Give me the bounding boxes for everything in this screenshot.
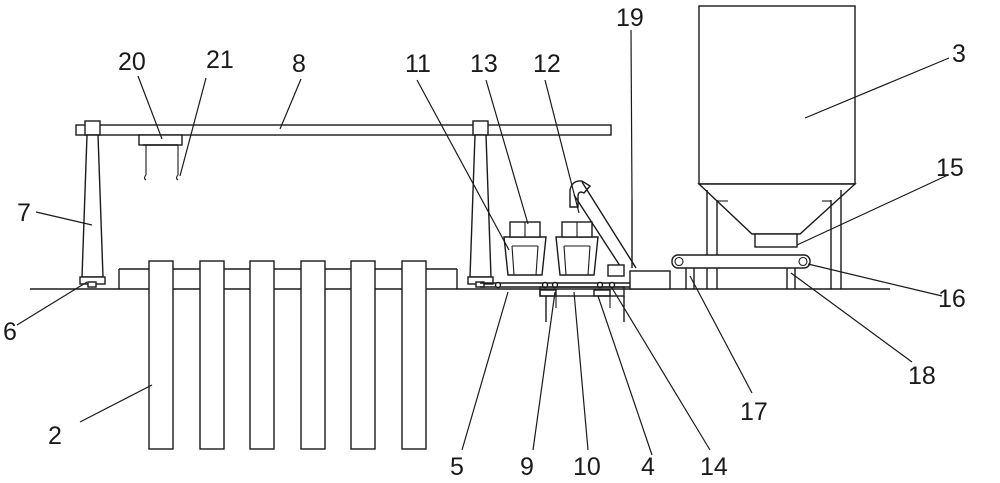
pile-2 (199, 260, 225, 450)
label-3: 3 (952, 40, 966, 68)
silo-outlet (754, 233, 798, 248)
label-10: 10 (573, 453, 601, 481)
pile-6 (401, 260, 427, 450)
gantry-leg-right (467, 120, 494, 288)
label-5: 5 (450, 453, 464, 481)
lift-frame (539, 286, 625, 322)
part-labels: 2 3 4 5 6 7 8 9 10 11 12 13 14 15 16 17 … (3, 4, 966, 481)
label-15: 15 (936, 154, 964, 182)
leader-lines (16, 29, 950, 456)
hopper-right (555, 221, 599, 276)
label-13: 13 (470, 50, 498, 78)
conveyor-base (629, 270, 671, 290)
label-6: 6 (3, 318, 17, 346)
label-14: 14 (700, 453, 728, 481)
gantry-leg-left (79, 120, 106, 288)
hopper-left (503, 221, 547, 276)
label-12: 12 (533, 50, 561, 78)
pile-4 (300, 260, 326, 450)
belt-conveyor (671, 254, 811, 289)
label-8: 8 (292, 50, 306, 78)
label-21: 21 (206, 46, 234, 74)
label-11: 11 (405, 50, 431, 78)
label-17: 17 (740, 398, 768, 426)
label-2: 2 (48, 422, 62, 450)
label-4: 4 (641, 453, 655, 481)
label-18: 18 (908, 362, 936, 390)
hoist-trolley (138, 134, 183, 181)
label-7: 7 (17, 199, 31, 227)
gantry-beam (75, 124, 612, 136)
pile-5 (350, 260, 376, 450)
pile-1 (148, 260, 174, 450)
label-20: 20 (118, 48, 146, 76)
silo (697, 5, 857, 289)
cap-beam (118, 268, 458, 289)
label-19: 19 (616, 4, 644, 32)
inclined-conveyor (569, 180, 637, 277)
label-9: 9 (520, 453, 534, 481)
label-16: 16 (938, 285, 966, 313)
piles (148, 260, 427, 450)
pile-3 (249, 260, 275, 450)
